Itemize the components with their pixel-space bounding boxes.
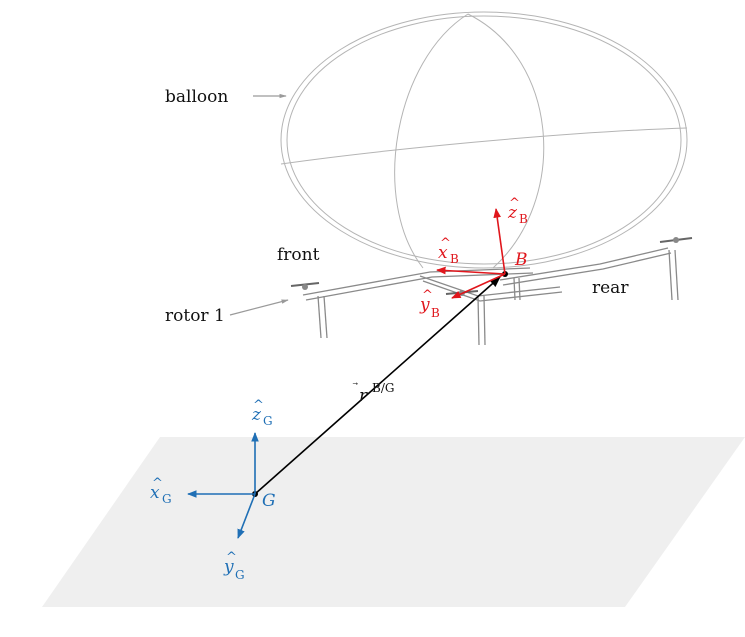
body-y-subscript: B	[431, 306, 440, 320]
balloon-wireframe	[280, 11, 688, 269]
rotor1-label: rotor 1	[165, 306, 225, 326]
hat-accent: ^	[253, 398, 264, 413]
ground-y-label: y ^ G	[223, 550, 245, 582]
position-vector-label: r ⃗ B/G	[352, 381, 394, 406]
vector-accent: ⃗	[352, 382, 358, 385]
ground-z-label: z ^ G	[251, 398, 273, 428]
body-z-symbol: z	[507, 203, 518, 223]
ground-frame-axes	[187, 432, 259, 539]
drone-frame	[290, 237, 693, 346]
body-z-axis-arrow	[493, 208, 506, 275]
ground-x-symbol: x	[150, 483, 160, 503]
body-z-subscript: B	[519, 212, 528, 226]
front-label: front	[277, 245, 320, 265]
hat-accent: ^	[509, 196, 520, 211]
ground-plane	[42, 437, 745, 607]
hat-accent: ^	[440, 236, 451, 251]
body-x-axis-arrow	[436, 266, 506, 275]
hat-accent: ^	[422, 288, 433, 303]
hat-accent: ^	[152, 476, 163, 491]
body-y-label: y ^ B	[419, 288, 440, 320]
ground-z-subscript: G	[263, 414, 273, 428]
body-x-label: x ^ B	[438, 236, 459, 266]
position-vector-arrow	[254, 276, 501, 495]
body-y-symbol: y	[419, 295, 430, 315]
position-vector-superscript: B/G	[372, 381, 394, 395]
body-origin-label: B	[514, 250, 528, 270]
body-z-label: z ^ B	[507, 196, 528, 226]
ground-x-subscript: G	[162, 492, 172, 506]
body-x-symbol: x	[438, 243, 448, 263]
body-x-subscript: B	[450, 252, 459, 266]
ground-z-symbol: z	[251, 405, 262, 425]
rear-label: rear	[592, 278, 629, 298]
body-y-axis-arrow	[451, 273, 506, 299]
rotor1-pointer-arrow	[229, 299, 289, 316]
hat-accent: ^	[226, 550, 237, 565]
position-vector-symbol: r	[359, 386, 368, 406]
ground-x-label: x ^ G	[150, 476, 172, 506]
ground-y-subscript: G	[235, 568, 245, 582]
ground-y-axis-arrow	[237, 493, 256, 539]
balloon-label: balloon	[165, 87, 228, 107]
ground-origin-label: G	[262, 491, 276, 511]
body-frame-axes	[436, 208, 506, 299]
ground-y-symbol: y	[223, 557, 234, 577]
